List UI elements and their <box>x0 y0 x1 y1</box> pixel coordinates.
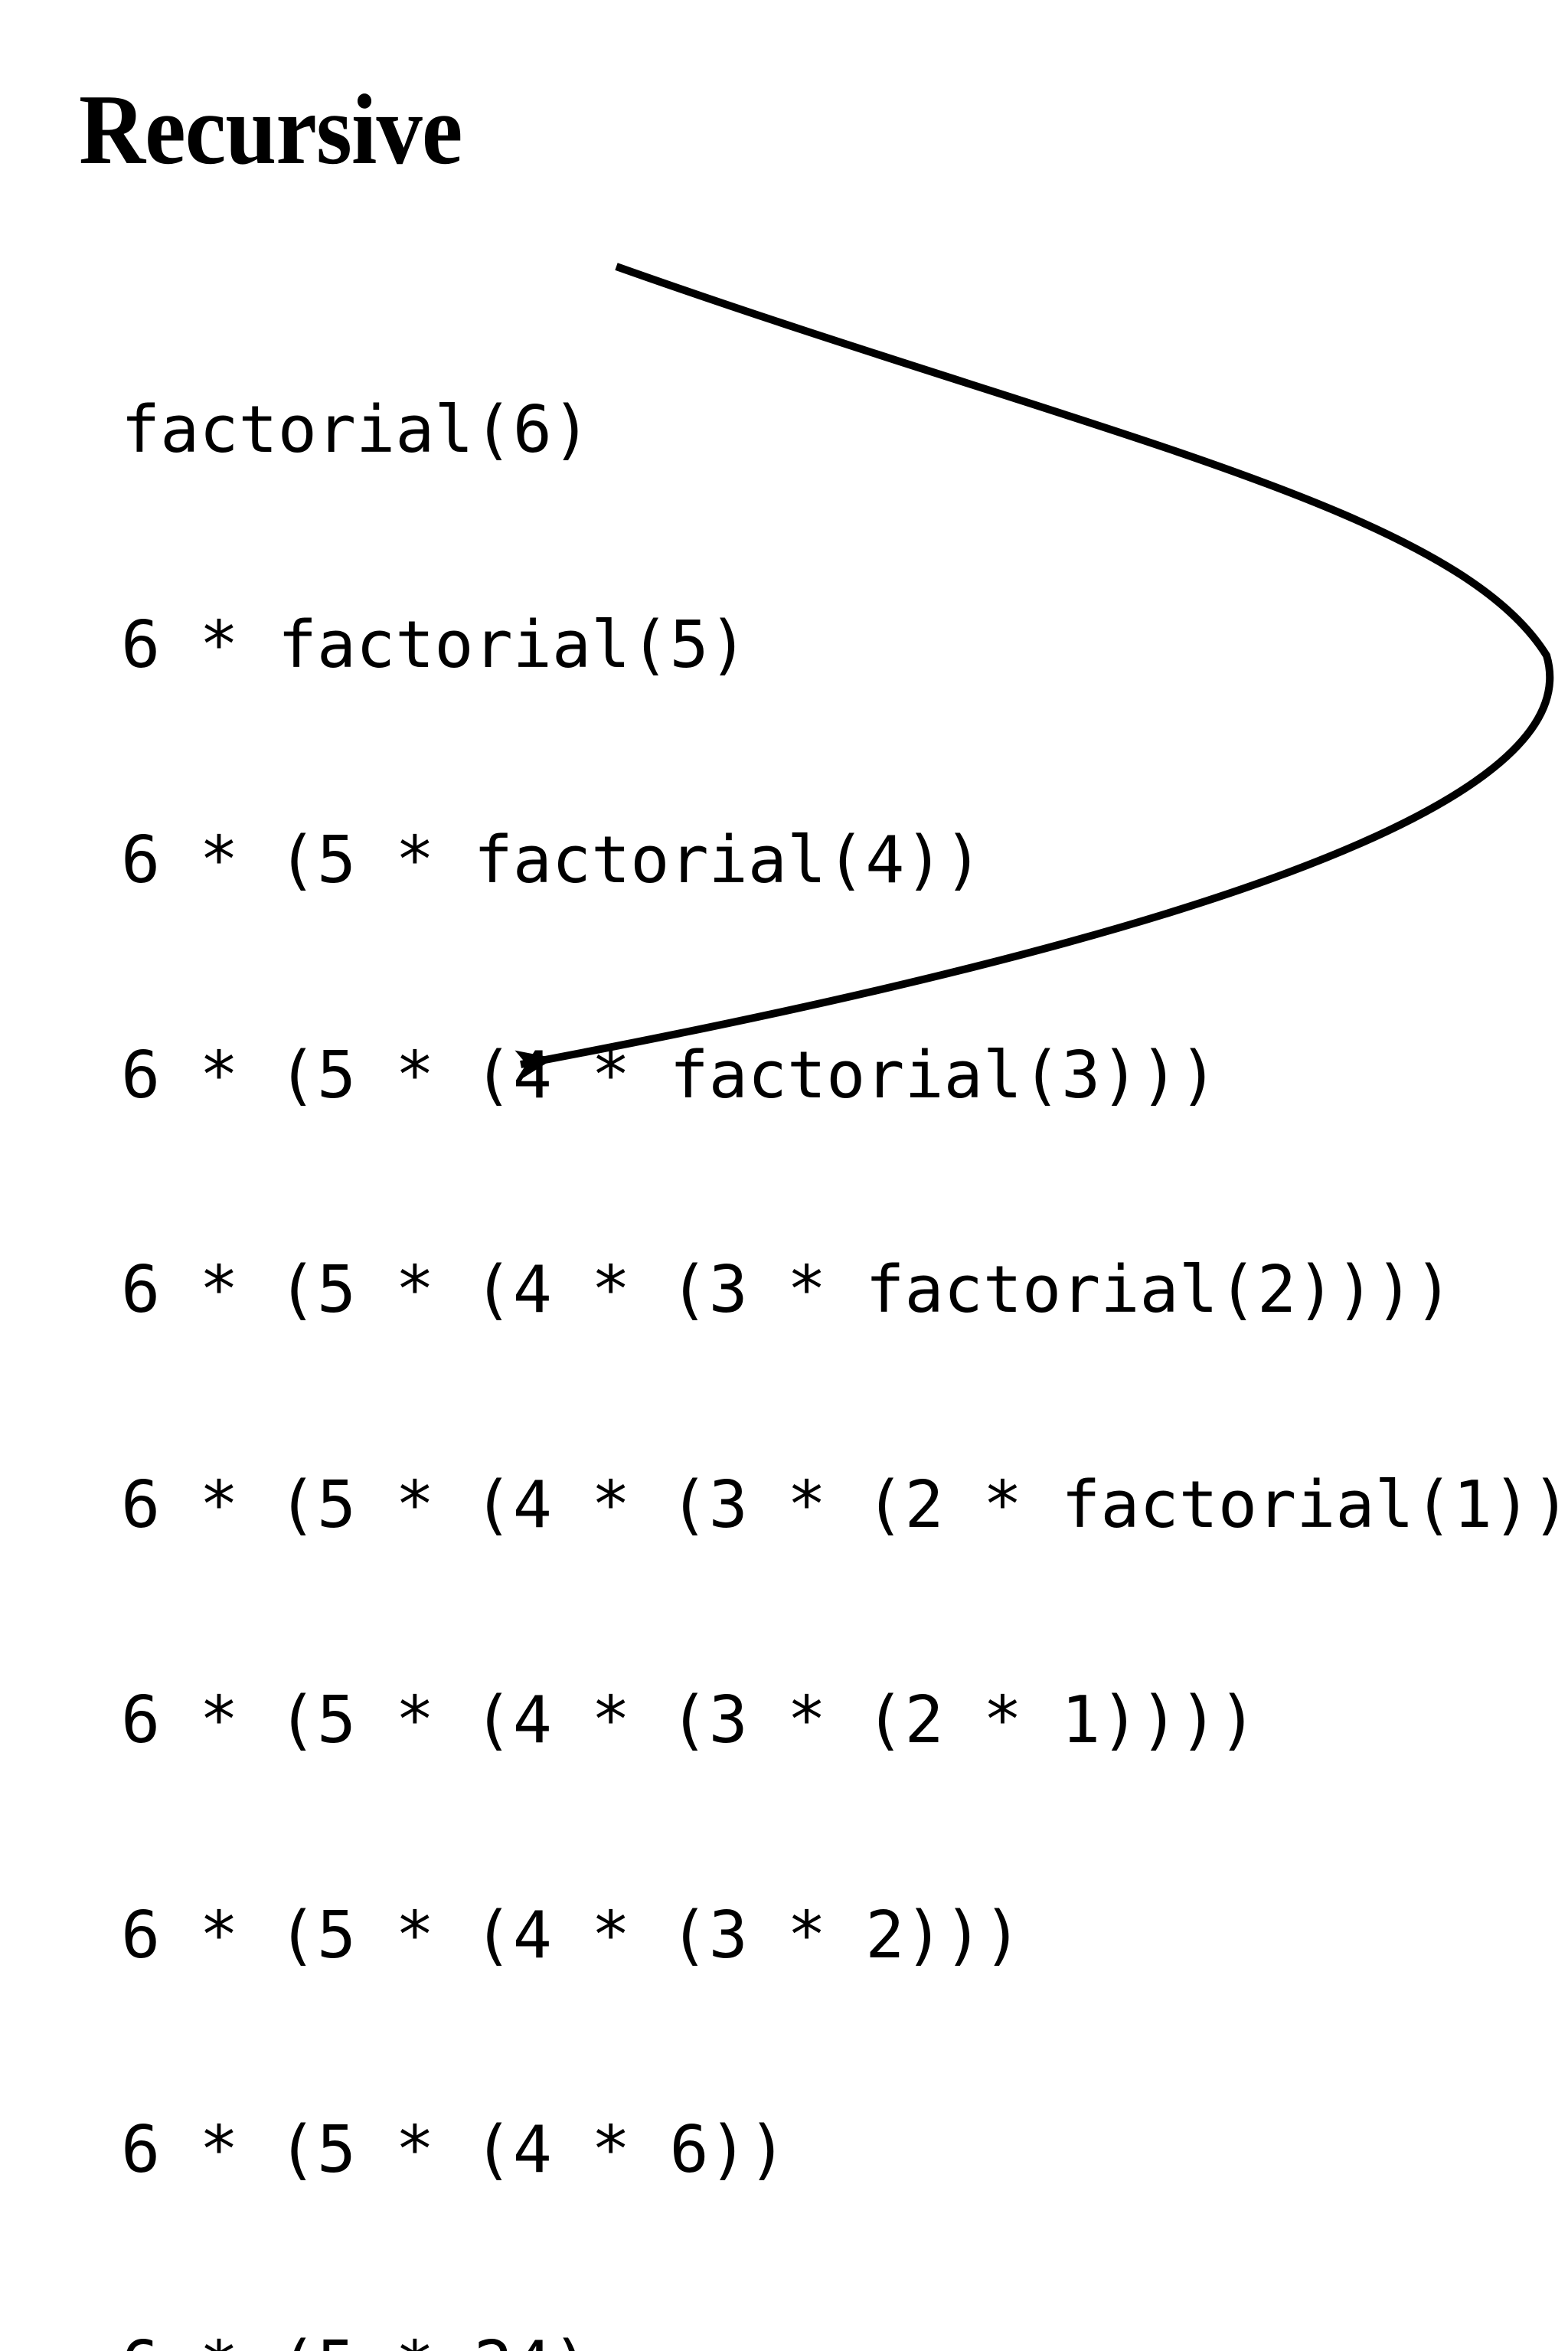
code-line: 6 * (5 * 24) <box>121 2330 1568 2351</box>
code-block: factorial(6) 6 * factorial(5) 6 * (5 * f… <box>121 251 1568 2351</box>
slide-canvas: Recursive factorial(6) 6 * factorial(5) … <box>79 74 1568 2351</box>
code-line: 6 * (5 * (4 * factorial(3))) <box>121 1037 1218 1113</box>
code-line: 6 * (5 * (4 * (3 * factorial(2)))) <box>121 1252 1453 1329</box>
code-line: 6 * factorial(5) <box>121 607 748 683</box>
code-line: 6 * (5 * (4 * (3 * (2 * factorial(1))))) <box>121 1467 1568 1544</box>
code-line: factorial(6) <box>121 392 592 469</box>
page-title: Recursive <box>79 74 462 185</box>
code-line: 6 * (5 * (4 * 6)) <box>121 2112 787 2189</box>
code-line: 6 * (5 * (4 * (3 * 2))) <box>121 1897 1023 1973</box>
code-line: 6 * (5 * (4 * (3 * (2 * 1)))) <box>121 1682 1258 1758</box>
code-line: 6 * (5 * factorial(4)) <box>121 822 983 898</box>
